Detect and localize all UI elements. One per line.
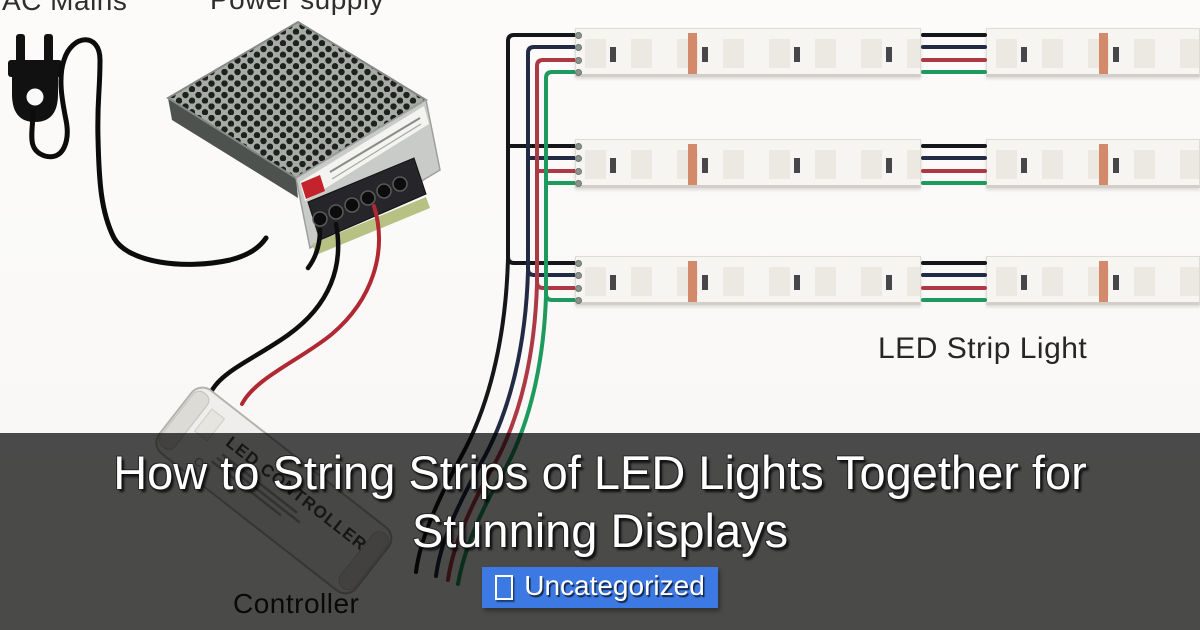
led-strip-row3-right-segment bbox=[986, 256, 1200, 305]
page-title: How to String Strips of LED Lights Toget… bbox=[0, 444, 1200, 560]
power-supply-unit bbox=[166, 20, 441, 255]
led-strip-light-label: LED Strip Light bbox=[878, 332, 1088, 365]
category-badge-label: Uncategorized bbox=[524, 570, 705, 601]
category-badge[interactable]: Uncategorized bbox=[482, 567, 718, 608]
led-strip-row2-left-segment bbox=[575, 139, 921, 188]
ac-mains-label: AC Mains bbox=[2, 0, 128, 16]
led-strip-row2-right-segment bbox=[986, 139, 1200, 188]
power-plug-icon bbox=[8, 34, 62, 122]
power-supply-label: Power supply bbox=[210, 0, 384, 16]
strip-bus-wires bbox=[506, 33, 586, 302]
hero-text-block: How to String Strips of LED Lights Toget… bbox=[0, 444, 1200, 608]
led-strip-row1-left-segment bbox=[575, 28, 921, 77]
page-title-line2: Stunning Displays bbox=[411, 504, 789, 557]
page-title-line1: How to String Strips of LED Lights Toget… bbox=[113, 446, 1087, 499]
psu-terminal-screws bbox=[312, 176, 408, 227]
folder-placeholder-icon bbox=[495, 575, 514, 600]
mains-cord bbox=[29, 37, 269, 267]
led-strip-row1-right-segment bbox=[986, 28, 1200, 77]
psu-output-wires bbox=[204, 204, 381, 419]
led-strip-row3-left-segment bbox=[575, 256, 921, 305]
